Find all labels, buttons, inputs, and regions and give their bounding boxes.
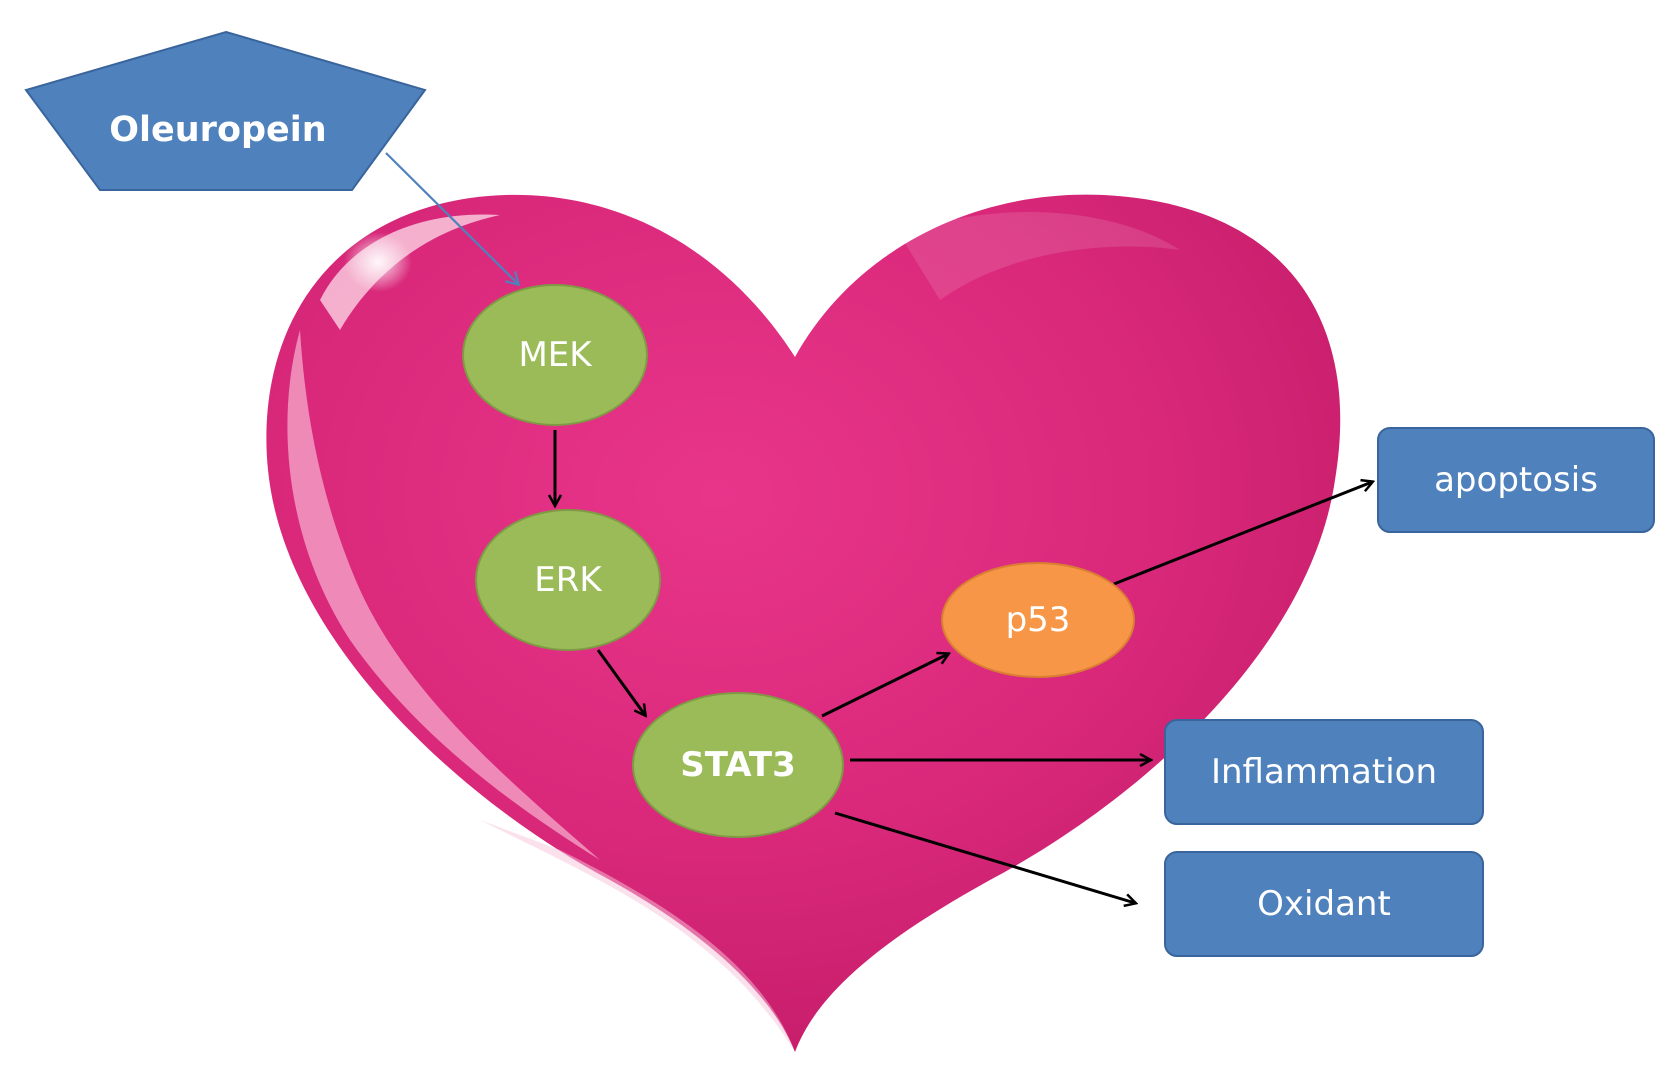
stat3-label: STAT3 bbox=[680, 745, 796, 785]
p53-label: p53 bbox=[1006, 600, 1071, 640]
node-erk: ERK bbox=[475, 509, 661, 651]
apoptosis-box bbox=[1377, 427, 1655, 533]
edge-p53-apoptosis bbox=[1113, 482, 1372, 586]
oxidant-label: Oxidant bbox=[1257, 884, 1391, 924]
edge-erk-stat3 bbox=[596, 649, 645, 715]
edge-oleuropein-mek bbox=[385, 152, 521, 287]
mek-label: MEK bbox=[518, 335, 593, 375]
edges bbox=[385, 152, 1372, 903]
inflammation-box bbox=[1164, 719, 1484, 825]
p53-ellipse bbox=[941, 562, 1135, 678]
outcome-inflammation: Inflammation bbox=[1164, 719, 1484, 825]
apoptosis-label: apoptosis bbox=[1434, 460, 1598, 500]
stat3-ellipse bbox=[632, 692, 844, 838]
edge-stat3-oxidant bbox=[834, 811, 1135, 903]
mek-ellipse bbox=[462, 284, 648, 426]
node-stat3: STAT3 bbox=[632, 692, 844, 838]
erk-label: ERK bbox=[534, 560, 603, 600]
node-mek: MEK bbox=[462, 284, 648, 426]
heart-shine bbox=[344, 232, 412, 292]
heart-gloss-right bbox=[900, 212, 1180, 300]
source-node-oleuropein: Oleuropein bbox=[24, 30, 427, 191]
edge-stat3-p53 bbox=[821, 654, 948, 718]
oxidant-box bbox=[1164, 851, 1484, 957]
node-p53: p53 bbox=[941, 562, 1135, 678]
outcome-apoptosis: apoptosis bbox=[1377, 427, 1655, 533]
heart-highlight-left bbox=[287, 330, 600, 860]
erk-ellipse bbox=[475, 509, 661, 651]
oleuropein-label: Oleuropein bbox=[109, 110, 326, 150]
outcome-oxidant: Oxidant bbox=[1164, 851, 1484, 957]
pentagon-shape bbox=[24, 30, 427, 191]
inflammation-label: Inflammation bbox=[1211, 752, 1437, 792]
